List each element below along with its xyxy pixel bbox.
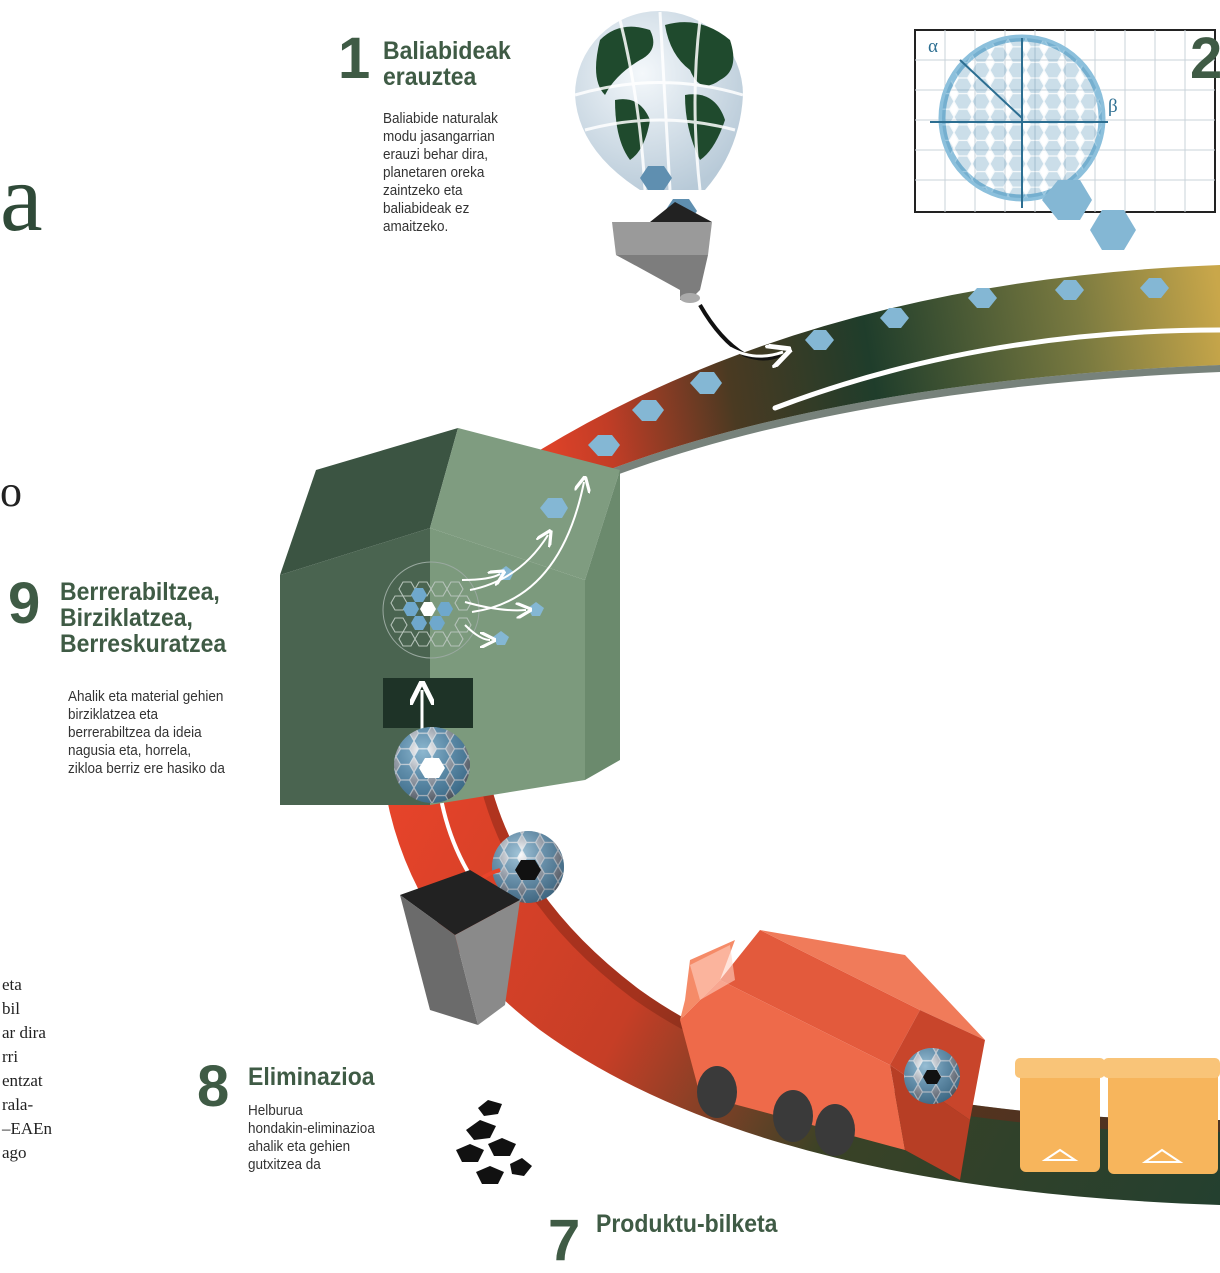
cropped-heading-letter: a xyxy=(0,144,43,251)
step-7-title: Produktu-bilketa xyxy=(596,1210,778,1238)
globe-icon xyxy=(574,11,744,223)
garbage-truck-icon xyxy=(680,930,985,1180)
circular-economy-diagram xyxy=(280,11,1220,1224)
recycling-container-icon xyxy=(1015,1058,1220,1174)
product-ball-upper xyxy=(394,727,470,803)
trash-bin-icon xyxy=(400,870,532,1184)
step-1-title: Baliabideak erauztea xyxy=(383,37,511,91)
flow-arrow-bottom xyxy=(737,1147,1220,1224)
ring-upper xyxy=(540,265,1220,482)
cropped-side-text: eta bil ar dira rri entzat rala- –EAEn a… xyxy=(2,975,53,1162)
hopper-icon xyxy=(612,202,783,359)
step-8-description: Helburua hondakin-eliminazioa ahalik eta… xyxy=(248,1102,375,1173)
beta-label: β xyxy=(1108,96,1118,117)
step-9-description: Ahalik eta material gehien birziklatzea … xyxy=(68,688,225,777)
factory-icon xyxy=(280,428,620,805)
step-2-number: 2 xyxy=(1190,26,1220,91)
cropped-subheading-letter: o xyxy=(0,467,22,516)
step-1-description: Baliabide naturalak modu jasangarrian er… xyxy=(383,110,498,235)
material-hexagons xyxy=(588,278,1169,456)
step-8-number: 8 xyxy=(197,1054,229,1119)
step-9-title: Berrerabiltzea, Birziklatzea, Berreskura… xyxy=(60,578,227,658)
design-grid-icon xyxy=(914,29,1216,250)
step-1-number: 1 xyxy=(338,26,370,91)
alpha-label: α xyxy=(928,36,938,57)
step-8-title: Eliminazioa xyxy=(248,1063,375,1091)
step-7-number: 7 xyxy=(548,1208,580,1273)
step-9-number: 9 xyxy=(8,571,40,636)
product-ball-lower xyxy=(448,831,564,920)
